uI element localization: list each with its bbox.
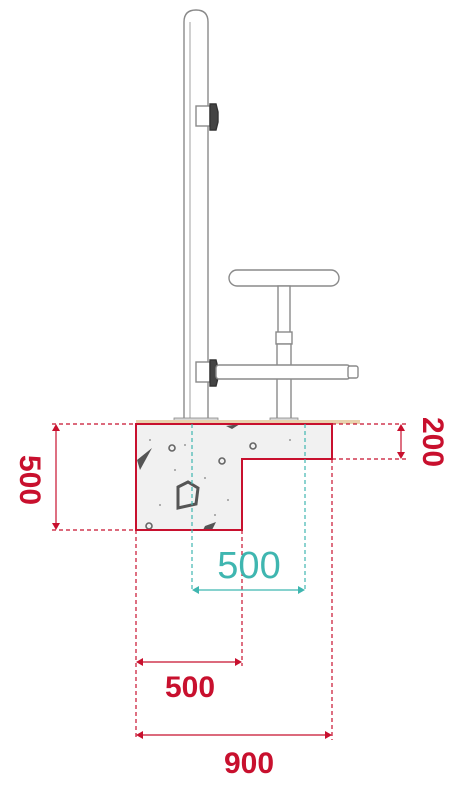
teal-width-label: 500 [217, 545, 280, 587]
width-total-label: 900 [224, 747, 274, 780]
stone-fragment [137, 448, 152, 470]
ground-strip [136, 420, 360, 424]
seat-tube [276, 343, 292, 421]
lower-bracket [195, 361, 211, 383]
upper-bracket-knob [209, 103, 219, 131]
foundation [135, 423, 333, 531]
bolt-icon [218, 457, 226, 465]
stone-fragment [176, 480, 200, 510]
width-inner-label: 500 [165, 671, 215, 704]
red-dimension-lines [52, 423, 406, 740]
upper-bracket [195, 105, 211, 127]
bolt-icon [168, 444, 176, 452]
concrete-texture [149, 439, 291, 516]
bolt-icon [249, 442, 257, 450]
equipment-drawing [173, 9, 359, 423]
foot-bar [215, 364, 351, 380]
foundation-slab-fill [136, 424, 332, 530]
seat-pad [228, 269, 340, 287]
stone-fragment [226, 424, 240, 429]
stone-fragment [203, 522, 216, 530]
teal-dimension-lines [191, 424, 306, 594]
height-right-label: 200 [416, 417, 449, 467]
tall-post [183, 9, 209, 421]
height-left-label: 500 [13, 455, 46, 505]
